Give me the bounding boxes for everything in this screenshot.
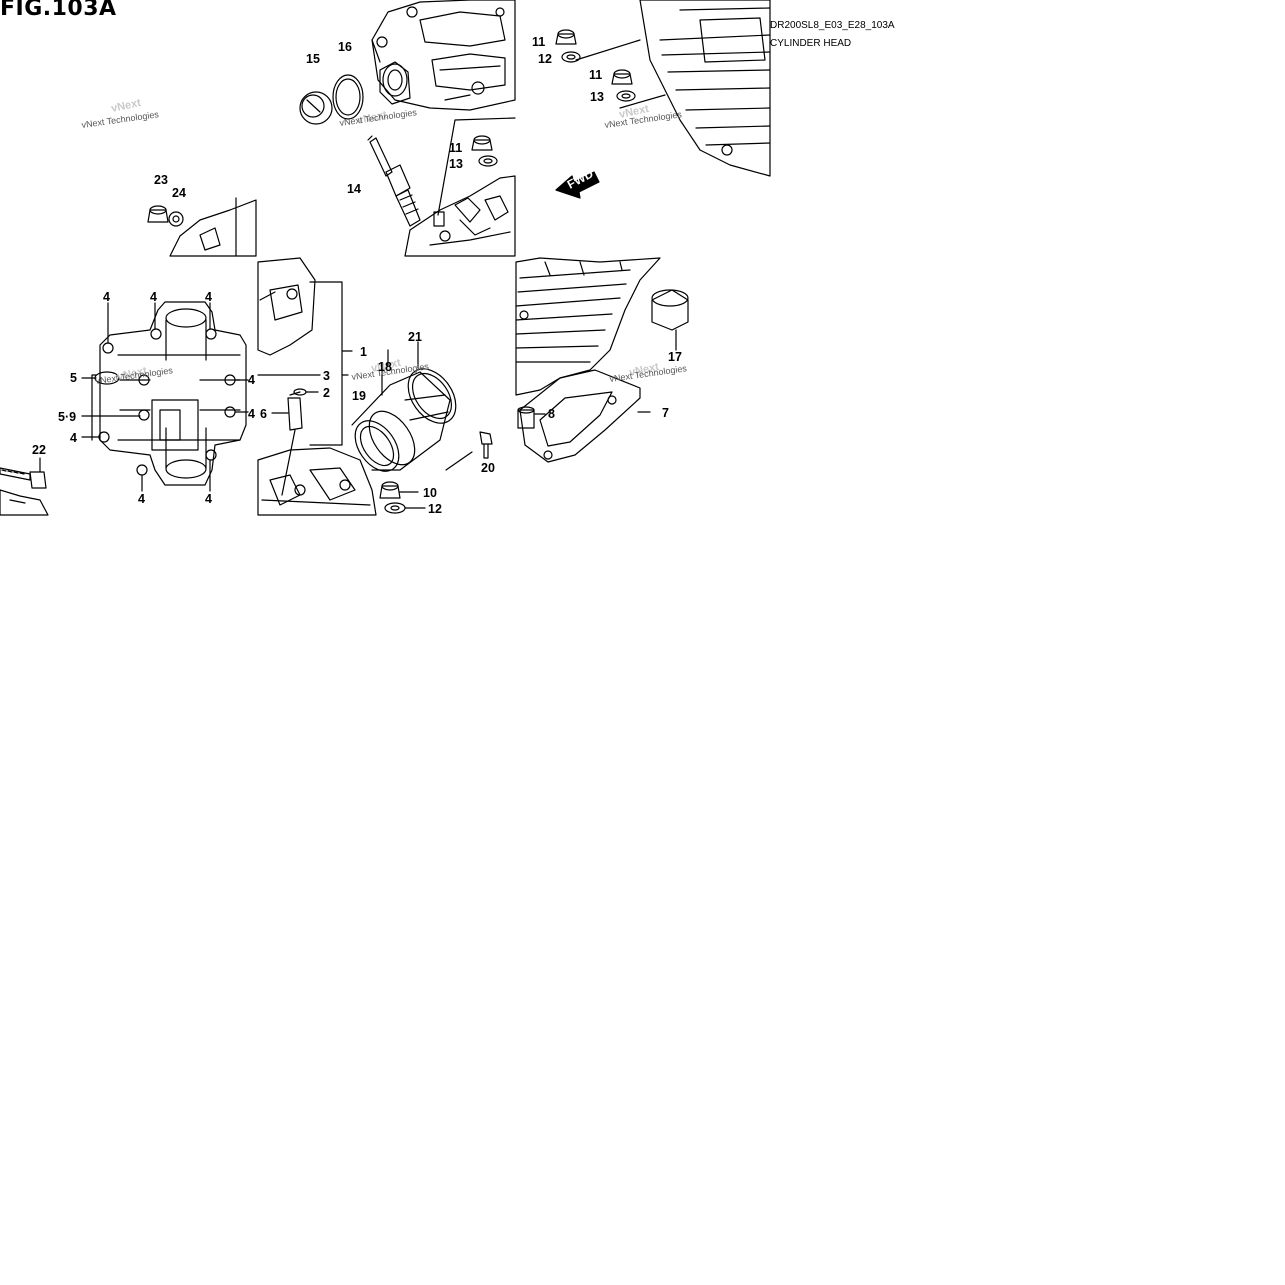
callout-14: 14 (347, 182, 361, 196)
callout-15: 15 (306, 52, 320, 66)
callout-11-a: 11 (532, 35, 545, 49)
fwd-arrow-icon (555, 171, 600, 199)
callout-4: 4 (248, 373, 255, 387)
callout-19: 19 (352, 389, 366, 403)
washer-13-b (478, 155, 498, 167)
part-6-valve-guide (271, 391, 303, 496)
callout-4: 4 (103, 290, 110, 304)
callout-20: 20 (481, 461, 495, 475)
callout-13-b: 13 (449, 157, 463, 171)
cylinder-block-top (639, 0, 771, 177)
stud (433, 211, 445, 227)
callout-11-c: 11 (449, 141, 462, 155)
washer-24 (168, 211, 184, 227)
callout-5-9: 5·9 (58, 410, 76, 424)
part-2-seal (293, 388, 319, 396)
watermarks: vNext vNext Technologies vNext vNext Tec… (81, 97, 688, 386)
callout-21: 21 (408, 330, 422, 344)
callout-24: 24 (172, 186, 186, 200)
part-20-bolt (479, 431, 493, 459)
callout-1: 1 (360, 345, 367, 359)
part-7-cylinder-gasket (519, 369, 651, 463)
callout-16: 16 (338, 40, 352, 54)
head-fragment-left (169, 197, 257, 257)
nut-11-c (471, 135, 493, 151)
head-side-fragment-upper (257, 257, 316, 356)
cylinder-head-top-view (371, 0, 516, 111)
callout-12-a: 12 (538, 52, 552, 66)
callout-12-b: 12 (428, 502, 442, 516)
washer-12-a (561, 51, 581, 63)
part-14-spark-plug (367, 135, 421, 227)
callout-3: 3 (323, 369, 330, 383)
nut-23 (147, 205, 169, 223)
part-8-dowel-pin (517, 406, 546, 429)
head-side-fragment-lower (257, 447, 377, 516)
callout-5: 5 (70, 371, 77, 385)
part-18-intake-pipe (351, 349, 451, 471)
callout-17: 17 (668, 350, 682, 364)
callout-10: 10 (423, 486, 437, 500)
part-15-cap (299, 91, 333, 125)
callout-23: 23 (154, 173, 168, 187)
part-16-o-ring (332, 74, 364, 120)
nut-10 (379, 481, 401, 499)
cylinder-head-lower-top (404, 175, 516, 257)
callout-13-a: 13 (590, 90, 604, 104)
callout-18: 18 (378, 360, 392, 374)
cylinder-block-side (515, 257, 661, 396)
callout-11-b: 11 (589, 68, 602, 82)
callout-4: 4 (150, 290, 157, 304)
callout-4: 4 (70, 431, 77, 445)
callout-22: 22 (32, 443, 46, 457)
callout-labels: 15 16 14 11 13 11 12 11 13 23 24 4 4 4 4… (32, 35, 682, 516)
part-17-cap (651, 289, 689, 351)
callout-4: 4 (205, 492, 212, 506)
model-code: DR200SL8_E03_E28_103A (770, 20, 895, 31)
callout-7: 7 (662, 406, 669, 420)
callout-4: 4 (138, 492, 145, 506)
callout-4: 4 (205, 290, 212, 304)
part-22-bolt (0, 457, 47, 489)
washer-13-a (616, 90, 636, 102)
callout-6: 6 (260, 407, 267, 421)
section-name: CYLINDER HEAD (770, 38, 852, 49)
nut-11-b (611, 69, 633, 85)
callout-4: 4 (248, 407, 255, 421)
part-21-clamp (407, 341, 457, 424)
head-plan-view (94, 301, 247, 486)
callout-2: 2 (323, 386, 330, 400)
figure-title: FIG.103A (0, 0, 117, 21)
nut-11-a (555, 29, 577, 45)
callout-8: 8 (548, 407, 555, 421)
washer-12-b (384, 502, 406, 514)
part-19-gasket (354, 420, 400, 472)
head-fragment-bottom-left (0, 489, 49, 516)
